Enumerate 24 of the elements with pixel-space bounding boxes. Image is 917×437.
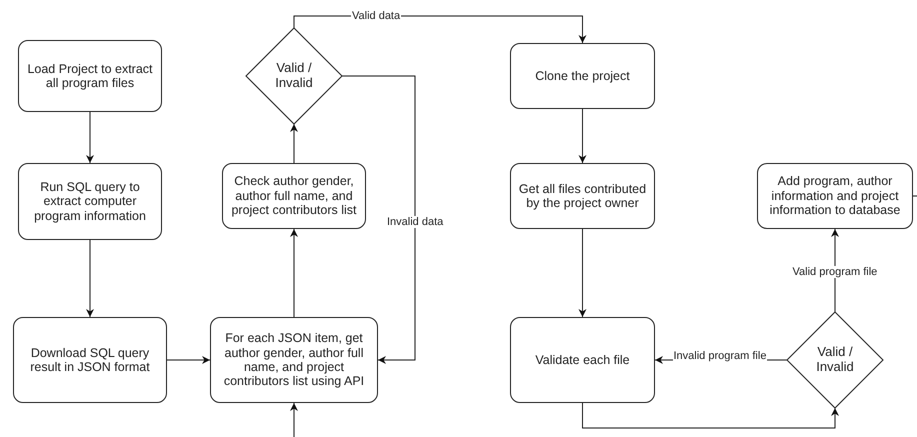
step-text: For each JSON item, get author gender, author full name, and project contributors list using API xyxy=(222,331,366,389)
edge-label: Invalid data xyxy=(386,216,444,228)
process-box xyxy=(510,43,655,109)
step-text: Load Project to extract all program files xyxy=(26,62,154,90)
step-text: Clone the project xyxy=(535,68,630,84)
edge-label: Valid data xyxy=(351,10,402,22)
edge-label: Valid program file xyxy=(792,266,878,278)
edge-label: Invalid program file xyxy=(672,350,768,362)
process-box xyxy=(18,163,162,240)
process-box xyxy=(757,163,913,229)
process-box xyxy=(510,317,655,403)
process-box xyxy=(510,163,655,229)
step-text: Validate each file xyxy=(535,352,630,368)
process-box xyxy=(18,40,162,112)
step-text: Get all files contributed by the project owner xyxy=(518,182,648,210)
step-text: Add program, author information and project information to database xyxy=(768,174,902,218)
process-box xyxy=(222,163,366,229)
process-box xyxy=(210,317,378,403)
step-text: Check author gender, author full name, and project contributors list xyxy=(230,174,358,218)
step-text: Download SQL query result in JSON format xyxy=(29,346,151,374)
decision-text: Valid / Invalid xyxy=(815,345,855,375)
process-box xyxy=(13,317,167,403)
decision-text: Valid / Invalid xyxy=(274,61,314,91)
step-text: Run SQL query to extract computer program information xyxy=(33,180,147,224)
